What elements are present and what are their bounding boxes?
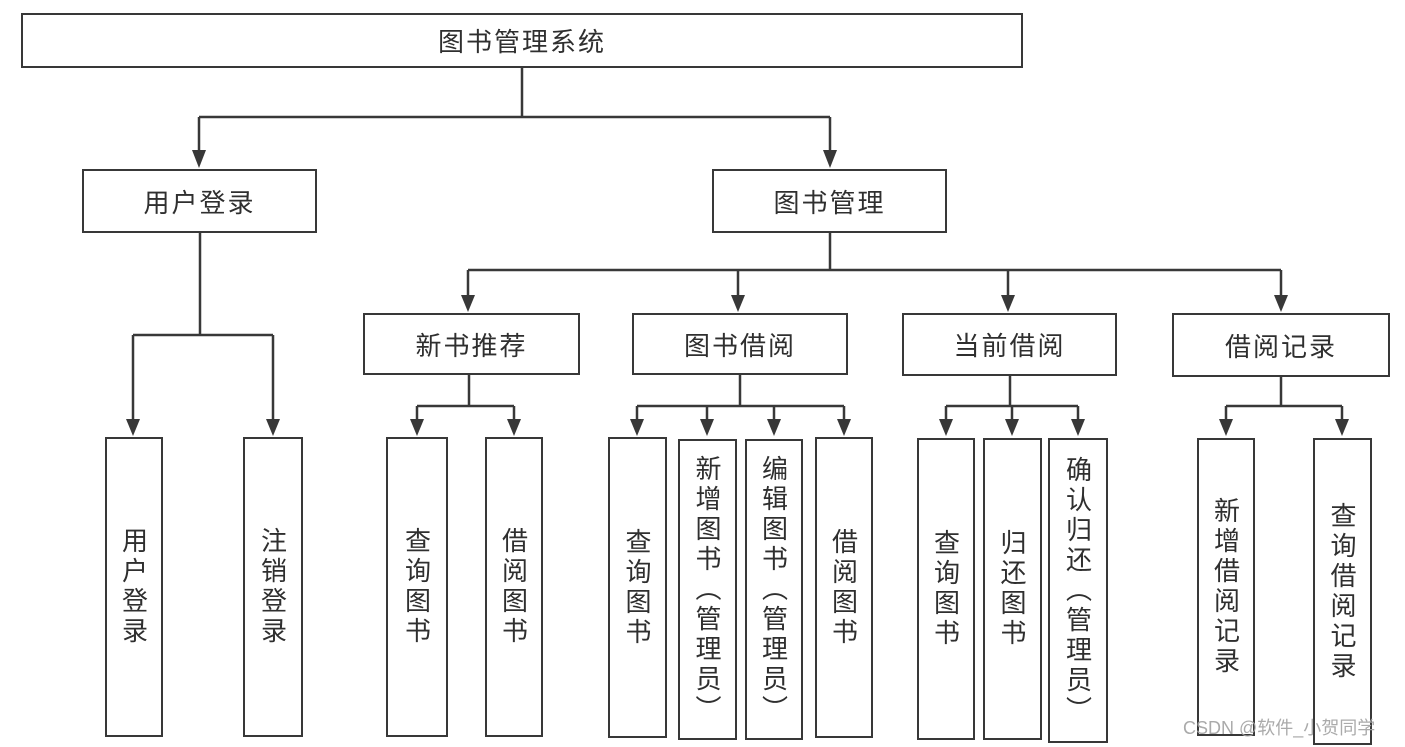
node-book-borrow: 图书借阅 <box>632 313 848 375</box>
node-root: 图书管理系统 <box>21 13 1023 68</box>
connector-root-to-level2 <box>197 68 832 152</box>
connector-newbook-to-leaves <box>415 375 516 421</box>
leaf-user-login: 用户登录 <box>105 437 163 737</box>
node-new-book-recommend: 新书推荐 <box>363 313 580 375</box>
connector-mgmt-to-level3 <box>466 233 1283 297</box>
leaf-query-books-current: 查询图书 <box>917 438 975 740</box>
leaf-edit-books-admin: 编辑图书（管理员） <box>745 439 803 740</box>
leaf-return-books: 归还图书 <box>983 438 1042 740</box>
node-borrow-records: 借阅记录 <box>1172 313 1390 377</box>
node-book-management: 图书管理 <box>712 169 947 233</box>
leaf-query-books-borrow: 查询图书 <box>608 437 667 738</box>
watermark: CSDN @软件_小贺同学 <box>1183 718 1376 738</box>
leaf-logout: 注销登录 <box>243 437 303 737</box>
leaf-borrow-books-recommend: 借阅图书 <box>485 437 543 737</box>
leaf-query-borrow-record: 查询借阅记录 <box>1313 438 1372 745</box>
leaf-query-books-recommend: 查询图书 <box>386 437 448 737</box>
leaf-borrow-books: 借阅图书 <box>815 437 873 738</box>
connector-borrow-to-leaves <box>635 375 846 421</box>
connector-records-to-leaves <box>1224 377 1344 421</box>
arrowheads <box>126 150 1349 436</box>
connector-login-to-leaves <box>131 233 275 421</box>
leaf-add-books-admin: 新增图书（管理员） <box>678 439 737 740</box>
leaf-confirm-return-admin: 确认归还（管理员） <box>1048 438 1108 743</box>
connector-current-to-leaves <box>944 376 1080 421</box>
leaf-add-borrow-record: 新增借阅记录 <box>1197 438 1255 736</box>
node-user-login: 用户登录 <box>82 169 317 233</box>
node-current-borrow: 当前借阅 <box>902 313 1117 376</box>
